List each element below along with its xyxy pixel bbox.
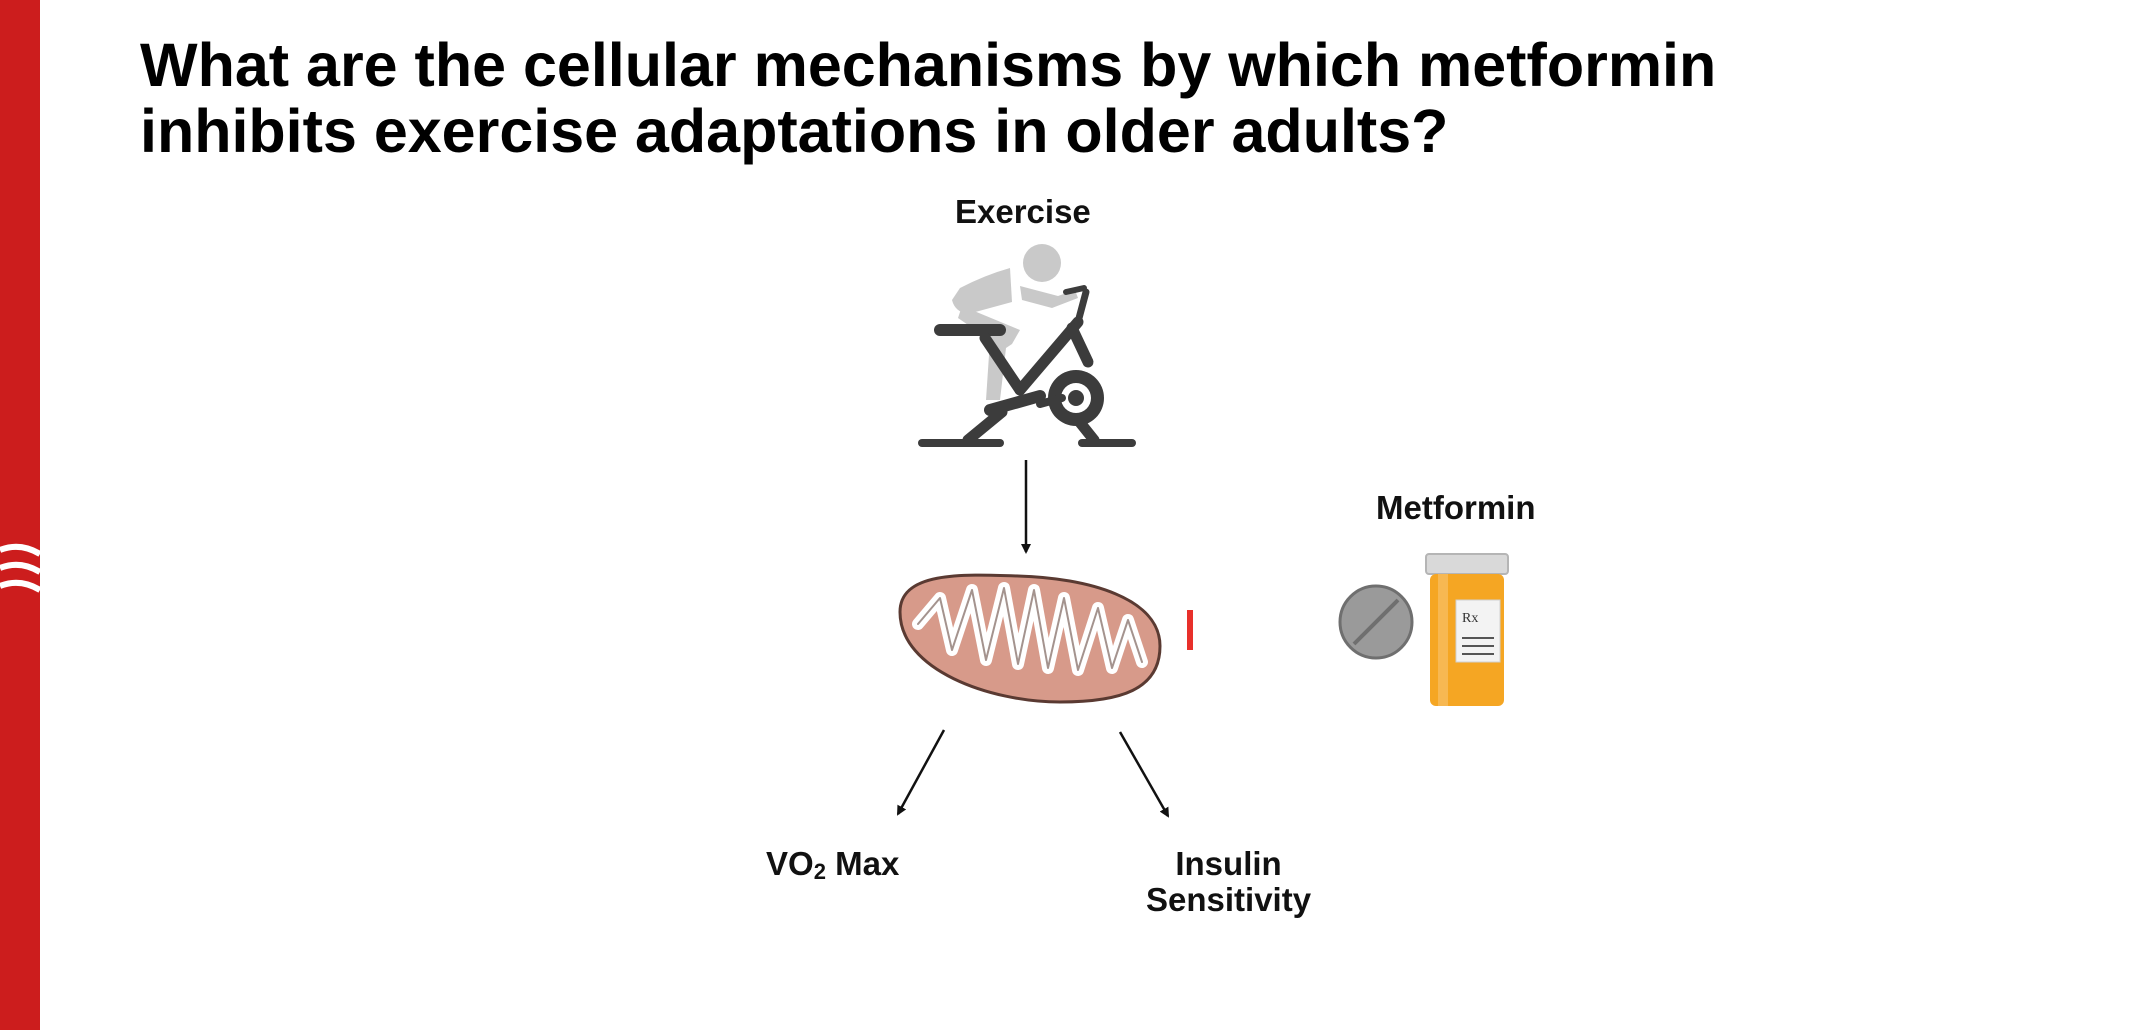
insulin-line-1: Insulin — [1175, 845, 1282, 882]
insulin-line-2: Sensitivity — [1146, 881, 1312, 918]
stationary-bike-icon — [918, 244, 1136, 447]
side-accent-bar — [0, 0, 40, 1030]
pill-icon — [1338, 584, 1414, 660]
vo2-subscript: 2 — [813, 859, 826, 884]
vo2-prefix: VO — [766, 845, 814, 882]
title-line-1: What are the cellular mechanisms by whic… — [140, 31, 1717, 99]
pill-bottle-icon: Rx — [1425, 553, 1509, 706]
inhibition-arrow — [1187, 610, 1310, 650]
wave-decoration-icon — [0, 543, 40, 593]
vo2-suffix: Max — [825, 845, 900, 882]
rx-label: Rx — [1462, 611, 1478, 626]
insulin-sensitivity-label: Insulin Sensitivity — [1146, 846, 1311, 918]
metformin-label: Metformin — [1376, 489, 1536, 526]
title-line-2: inhibits exercise adaptations in older a… — [140, 97, 1449, 165]
insulin-arrow — [1118, 731, 1170, 818]
vo2-arrow — [896, 729, 946, 816]
vo2-max-label: VO2 Max — [766, 845, 900, 884]
slide-title: What are the cellular mechanisms by whic… — [140, 32, 2040, 164]
exercise-label: Exercise — [955, 193, 1091, 230]
mitochondrion-icon — [898, 573, 1162, 704]
